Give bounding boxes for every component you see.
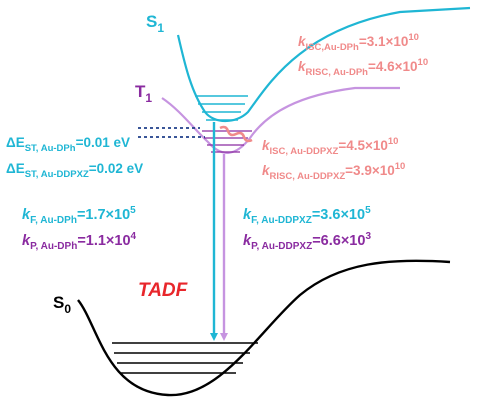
s1-label: S1 bbox=[146, 12, 164, 35]
k-risc-au-dph: kRISC, Au-DPh=4.6×1010 bbox=[298, 57, 428, 78]
s0-potential-curve bbox=[77, 259, 451, 397]
k-risc-au-ddpxz: kRISC, Au-DDPXZ=3.9×1010 bbox=[262, 161, 405, 182]
t1-label: T1 bbox=[135, 82, 152, 105]
delta-e-st-au-ddpxz: ΔEST, Au-DDPXZ=0.02 eV bbox=[6, 161, 143, 180]
t1-potential-curve bbox=[161, 86, 400, 154]
isc-risc-wavy-line bbox=[219, 125, 253, 143]
s0-label: S0 bbox=[53, 293, 71, 316]
s0-vibrational-levels bbox=[112, 342, 258, 374]
t1-vibrational-levels bbox=[202, 130, 252, 153]
s1-vibrational-levels bbox=[195, 95, 248, 121]
s1-potential-curve bbox=[176, 6, 471, 123]
k-p-au-dph: kP, Au-DPh=1.1×104 bbox=[22, 231, 137, 252]
k-f-au-ddpxz: kF, Au-DDPXZ=3.6×105 bbox=[243, 205, 371, 226]
k-isc-au-ddpxz: kISC, Au-DDPXZ=4.5×1010 bbox=[262, 136, 398, 157]
delta-e-st-au-dph: ΔEST, Au-DPh=0.01 eV bbox=[6, 135, 130, 154]
tadf-label: TADF bbox=[138, 280, 189, 301]
k-isc-au-dph: kISC,Au-DPh=3.1×1010 bbox=[298, 32, 419, 53]
k-f-au-dph: kF, Au-DPh=1.7×105 bbox=[22, 205, 136, 226]
k-p-au-ddpxz: kP, Au-DDPXZ=6.6×103 bbox=[243, 231, 371, 252]
